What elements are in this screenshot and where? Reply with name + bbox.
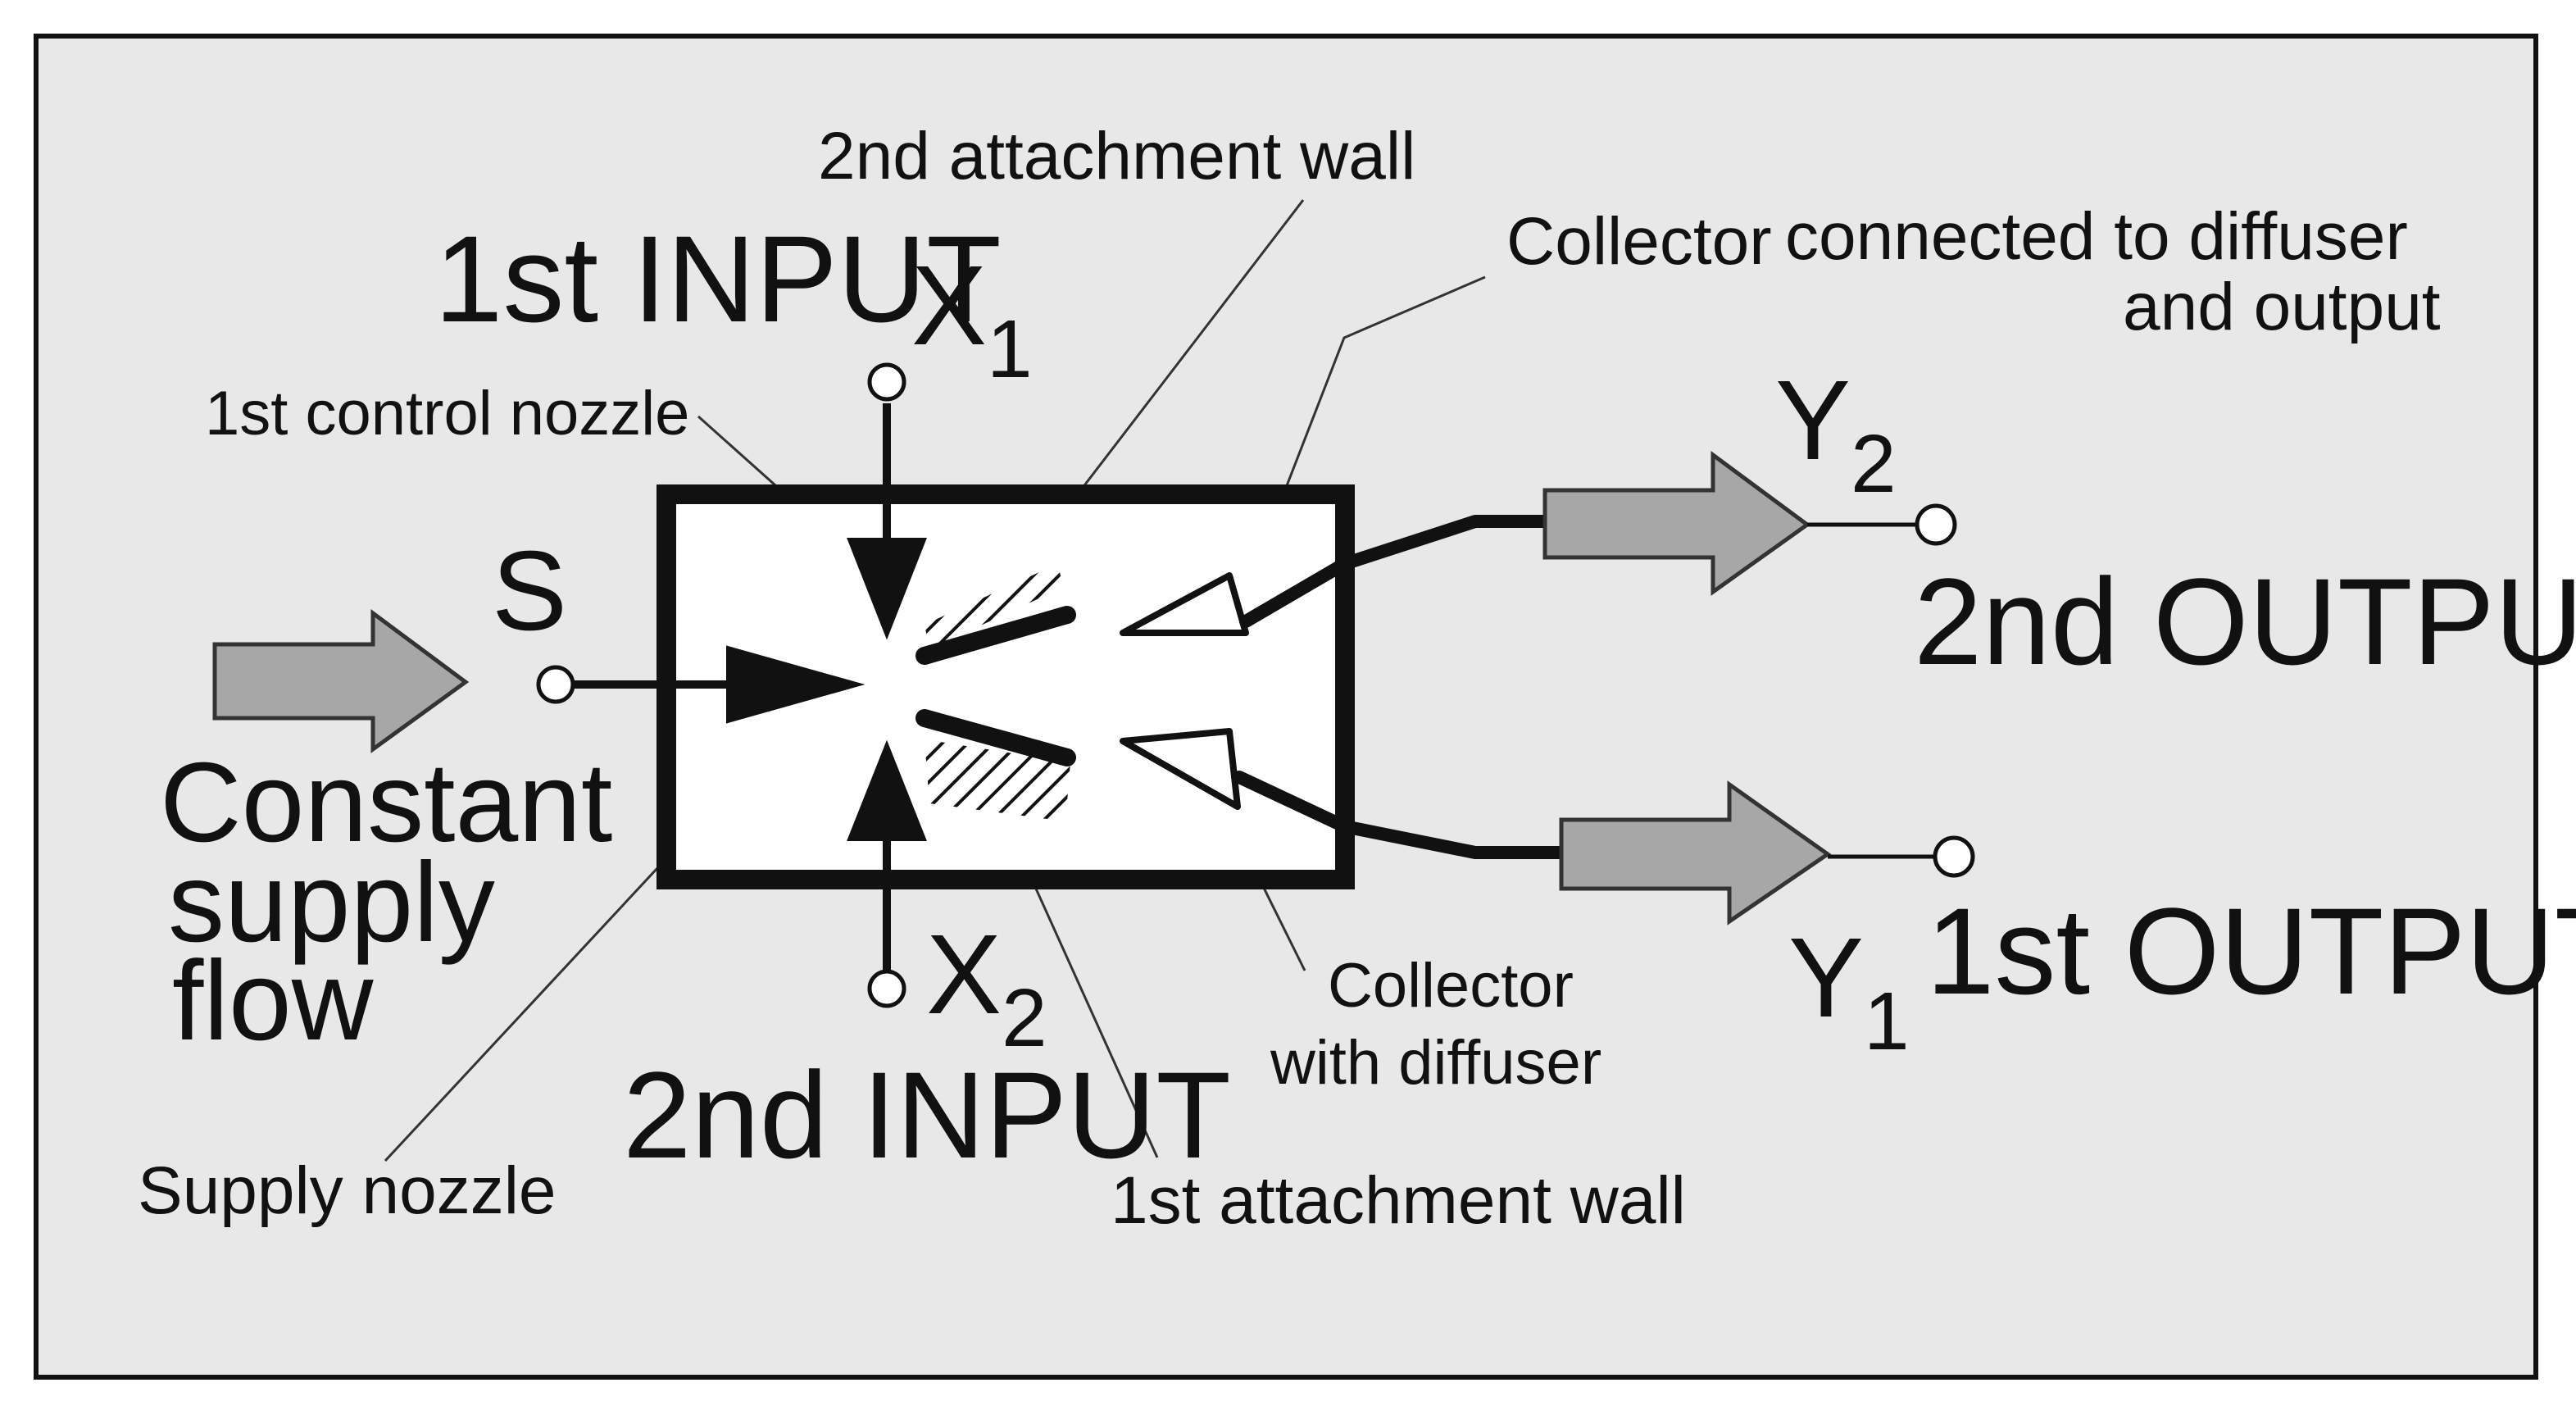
- first-attachment-wall-label: 1st attachment wall: [1111, 1163, 1686, 1238]
- collector-top-label-3: and output: [2123, 270, 2441, 344]
- bottom-collector: [1120, 728, 1241, 810]
- x1-symbol: X1: [911, 243, 1033, 395]
- collector-bottom-label-2: with diffuser: [1270, 1028, 1601, 1098]
- second-attachment-wall: [915, 606, 1076, 665]
- supply-flow-arrow: [212, 609, 470, 753]
- first-control-nozzle: [847, 538, 927, 640]
- y2-subscript: 2: [1851, 418, 1897, 510]
- top-collector: [1120, 572, 1249, 636]
- y2-terminal: [1915, 503, 1957, 546]
- y1-letter: Y: [1788, 915, 1864, 1041]
- nozzles: [574, 403, 927, 976]
- x2-letter: X: [926, 912, 1002, 1038]
- output-connections: [1233, 515, 1568, 859]
- constant-label: Constant: [160, 739, 612, 866]
- second-output-label: 2nd OUTPUT: [1914, 553, 2576, 690]
- first-attachment-wall-hatch: [925, 739, 1070, 821]
- y1-symbol: Y1: [1788, 915, 1910, 1067]
- x1-terminal: [867, 362, 906, 402]
- collector-bottom-label: Collector: [1328, 951, 1574, 1021]
- first-attachment-wall: [915, 709, 1076, 766]
- second-attachment-wall-label: 2nd attachment wall: [818, 119, 1415, 193]
- terminals: [536, 362, 1975, 1008]
- supply-nozzle: [726, 645, 865, 724]
- x1-letter: X: [911, 243, 987, 369]
- x2-terminal: [867, 969, 906, 1008]
- second-attachment-wall-hatch: [925, 564, 1064, 649]
- s-terminal: [536, 665, 575, 704]
- first-output-arrow: [1559, 780, 1832, 926]
- y2-symbol: Y2: [1775, 357, 1897, 510]
- flow-label: flow: [172, 938, 374, 1064]
- second-output-arrow: [1542, 451, 1811, 596]
- first-output-label: 1st OUTPUT: [1926, 882, 2576, 1020]
- y2-letter: Y: [1775, 357, 1851, 484]
- supply-symbol: S: [492, 528, 567, 654]
- x1-subscript: 1: [987, 303, 1033, 395]
- terminal-lines: [1807, 522, 1934, 859]
- y1-subscript: 1: [1864, 976, 1910, 1067]
- supply-nozzle-label: Supply nozzle: [138, 1153, 557, 1228]
- x2-symbol: X2: [926, 912, 1047, 1064]
- supply-label: supply: [168, 839, 495, 966]
- collector-top-label-2: connected to diffuser: [1785, 199, 2408, 274]
- y1-terminal: [1933, 835, 1975, 878]
- collectors: [1120, 572, 1249, 810]
- second-control-nozzle: [847, 739, 927, 841]
- x2-subscript: 2: [1002, 972, 1047, 1064]
- first-control-nozzle-label: 1st control nozzle: [205, 379, 689, 448]
- second-input-label: 2nd INPUT: [623, 1046, 1231, 1184]
- collector-top-label: Collector: [1506, 204, 1772, 279]
- first-input-label: 1st INPUT: [434, 210, 1002, 348]
